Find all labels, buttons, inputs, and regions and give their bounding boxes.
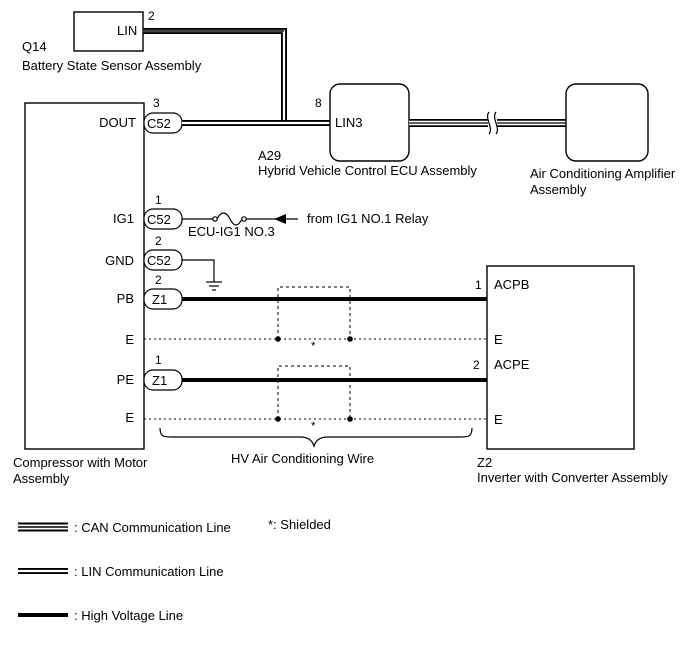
pin-label-pe: PE [117,372,135,387]
shield-bracket-1 [277,286,351,339]
pin-label-e1: E [125,332,134,347]
q14-pin-label: LIN [117,23,137,38]
compressor-assembly: Compressor with Motor Assembly DOUT IG1 … [13,96,183,486]
legend: : CAN Communication Line *: Shielded : L… [18,517,331,623]
pin-number-dout: 3 [153,96,160,110]
pin-label-e2: E [125,410,134,425]
ig1-circuit: ECU-IG1 NO.3 from IG1 NO.1 Relay [182,211,429,239]
q14-code: Q14 [22,39,47,54]
ac-amp-name-line2: Assembly [530,182,587,197]
pin-number-pb: 2 [155,273,162,287]
fuse-terminal-right [241,216,247,222]
connector-label-pe: Z1 [152,373,167,388]
ac-amplifier: Air Conditioning Amplifier Assembly [530,83,676,197]
q14-name: Battery State Sensor Assembly [22,58,202,73]
battery-state-sensor: LIN 2 Q14 Battery State Sensor Assembly [22,9,202,73]
z2-pin-label-e1: E [494,332,503,347]
ac-amp-name-line1: Air Conditioning Amplifier [530,166,676,181]
legend-hv-label: : High Voltage Line [74,608,183,623]
z2-pin-number-acpb: 1 [475,278,482,292]
wire-group-label: HV Air Conditioning Wire [231,451,374,466]
lin-line-q14 [143,28,287,123]
inverter-box [486,265,635,450]
shield-bracket-2 [277,365,351,419]
fuse-label: ECU-IG1 NO.3 [188,224,275,239]
pin-label-pb: PB [117,291,134,306]
wire-group-brace: HV Air Conditioning Wire [159,427,473,466]
compressor-box [24,102,145,450]
break-mark-left [486,111,492,135]
can-line [409,111,566,135]
battery-state-sensor-box [73,11,144,52]
a29-code: A29 [258,148,281,163]
a29-pin-label: LIN3 [335,115,362,130]
ground-circuit [182,259,222,291]
shield-mark-1: * [311,341,316,353]
arrow-icon [274,214,286,224]
compressor-name-line2: Assembly [13,471,70,486]
relay-label: from IG1 NO.1 Relay [307,211,429,226]
fuse-symbol [216,212,243,226]
z2-pin-label-acpb: ACPB [494,277,529,292]
a29-pin-number: 8 [315,96,322,110]
z2-pin-label-e2: E [494,412,503,427]
q14-pin-number: 2 [148,9,155,23]
pin-label-ig1: IG1 [113,211,134,226]
compressor-name-line1: Compressor with Motor [13,455,148,470]
legend-shielded-label: *: Shielded [268,517,331,532]
pin-number-pe: 1 [155,353,162,367]
connector-label-ig1: C52 [147,212,171,227]
z2-pin-number-acpe: 2 [473,358,480,372]
legend-can-label: : CAN Communication Line [74,520,231,535]
hybrid-ecu: LIN3 8 A29 Hybrid Vehicle Control ECU As… [258,83,477,178]
z2-pin-label-acpe: ACPE [494,357,530,372]
shield-lines: * * [144,286,487,433]
a29-name: Hybrid Vehicle Control ECU Assembly [258,163,477,178]
z2-code: Z2 [477,455,492,470]
pin-number-gnd: 2 [155,234,162,248]
legend-can: : CAN Communication Line [18,520,231,535]
shield-mark-2: * [311,421,316,433]
pin-label-gnd: GND [105,253,134,268]
inverter-assembly: ACPB 1 E ACPE 2 E Z2 Inverter with Conve… [473,265,668,485]
connector-label-pb: Z1 [152,292,167,307]
break-mark-right [493,111,499,135]
connector-label-gnd: C52 [147,253,171,268]
legend-lin: : LIN Communication Line [18,564,224,579]
connector-label-dout: C52 [147,116,171,131]
legend-lin-label: : LIN Communication Line [74,564,224,579]
pin-number-ig1: 1 [155,193,162,207]
pin-label-dout: DOUT [99,115,136,130]
fuse-terminal-left [212,216,218,222]
legend-hv: : High Voltage Line [18,608,183,623]
z2-name: Inverter with Converter Assembly [477,470,668,485]
ac-amplifier-box [565,83,649,162]
